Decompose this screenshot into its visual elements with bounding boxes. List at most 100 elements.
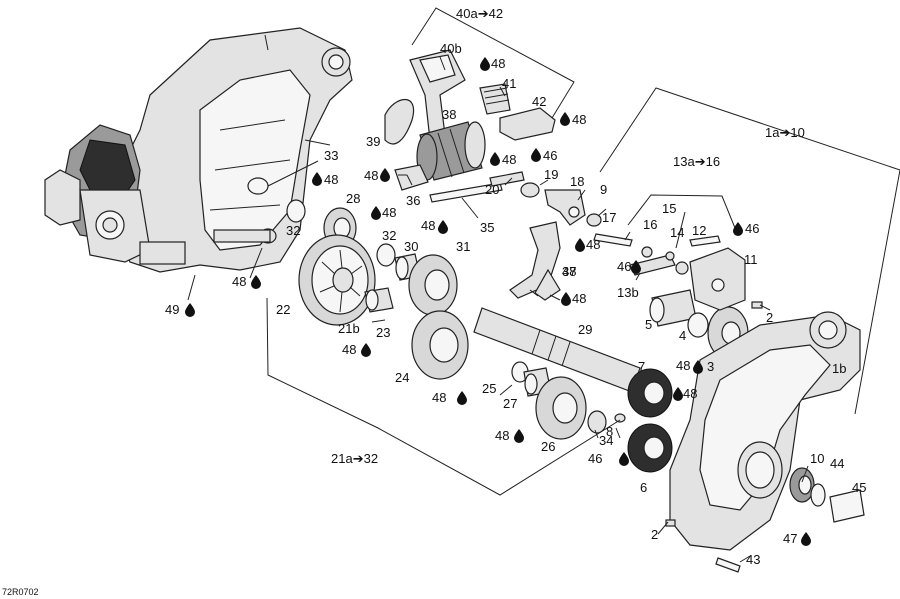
label-4: 4 [679, 328, 686, 343]
label-15: 15 [662, 201, 676, 216]
label-48-b: 48 [572, 112, 586, 127]
label-44: 44 [830, 456, 844, 471]
label-34: 34 [599, 433, 613, 448]
label-21b: 21b [338, 321, 360, 336]
label-5: 5 [645, 317, 652, 332]
label-28: 28 [346, 191, 360, 206]
label-35: 35 [480, 220, 494, 235]
label-26: 26 [541, 439, 555, 454]
label-39: 39 [366, 134, 380, 149]
right-housing [629, 235, 865, 573]
label-23: 23 [376, 325, 390, 340]
oil-drop-icon [619, 452, 629, 466]
label-45: 45 [852, 480, 866, 495]
label-21a-32: 21a➔32 [331, 451, 378, 466]
label-48-g: 48 [421, 218, 435, 233]
oil-drop-icons [185, 57, 811, 546]
label-12: 12 [692, 223, 706, 238]
left-housing [44, 27, 353, 273]
oil-drop-icon [514, 429, 524, 443]
label-25: 25 [482, 381, 496, 396]
oil-drop-icon [733, 222, 743, 236]
gear-train [286, 199, 749, 473]
label-48-a: 48 [491, 56, 505, 71]
label-9: 9 [600, 182, 607, 197]
label-38: 38 [442, 107, 456, 122]
label-27: 27 [503, 396, 517, 411]
oil-drop-icon [438, 220, 448, 234]
label-10: 10 [810, 451, 824, 466]
oil-drop-icon [251, 275, 261, 289]
label-47: 47 [783, 531, 797, 546]
label-11: 11 [744, 252, 758, 267]
label-48-c: 48 [502, 152, 516, 167]
label-18: 18 [570, 174, 584, 189]
label-40a-42: 40a➔42 [456, 6, 503, 21]
label-48-d: 48 [324, 172, 338, 187]
shift-mechanism [384, 49, 586, 301]
oil-drop-icon [371, 206, 381, 220]
label-16: 16 [643, 217, 657, 232]
oil-drop-icon [457, 391, 467, 405]
label-1b: 1b [832, 361, 846, 376]
label-7: 7 [638, 359, 645, 374]
label-19: 19 [544, 167, 558, 182]
label-46-d: 46 [588, 451, 602, 466]
label-2-b: 2 [651, 527, 658, 542]
label-48-j: 48 [572, 291, 586, 306]
label-48-o: 48 [495, 428, 509, 443]
label-48-e: 48 [364, 168, 378, 183]
label-13a-16: 13a➔16 [673, 154, 720, 169]
oil-drop-icon [185, 303, 195, 317]
oil-drop-icon [575, 238, 585, 252]
label-6: 6 [640, 480, 647, 495]
label-48-n: 48 [432, 390, 446, 405]
label-32-a: 32 [286, 223, 300, 238]
label-31: 31 [456, 239, 470, 254]
oil-drop-icon [531, 148, 541, 162]
leader-lines [187, 7, 900, 563]
oil-drop-icon [380, 168, 390, 182]
label-24: 24 [395, 370, 409, 385]
label-48-k: 48 [342, 342, 356, 357]
label-14: 14 [670, 225, 684, 240]
label-1a-10: 1a➔10 [765, 125, 805, 140]
label-32-b: 32 [382, 228, 396, 243]
oil-drop-icon [673, 387, 683, 401]
part-labels: 40a➔42 40b 48 41 42 48 39 38 48 46 33 48… [2, 6, 866, 597]
figure-code: 72R0702 [2, 587, 39, 597]
label-29: 29 [578, 322, 592, 337]
label-40b: 40b [440, 41, 462, 56]
label-42: 42 [532, 94, 546, 109]
oil-drop-icon [560, 112, 570, 126]
oil-drop-icon [480, 57, 490, 71]
label-33: 33 [324, 148, 338, 163]
oil-drop-icon [801, 532, 811, 546]
label-41: 41 [502, 76, 516, 91]
label-13b: 13b [617, 285, 639, 300]
label-49: 49 [165, 302, 179, 317]
label-2-a: 2 [766, 310, 773, 325]
label-48-p: 48 [232, 274, 246, 289]
label-3: 3 [707, 359, 714, 374]
label-17: 17 [602, 210, 616, 225]
oil-drop-icon [561, 292, 571, 306]
label-48-m: 48 [683, 386, 697, 401]
label-48-h: 48 [586, 237, 600, 252]
oil-drop-icon [631, 260, 641, 274]
label-46-a: 46 [543, 148, 557, 163]
label-48-f: 48 [382, 205, 396, 220]
oil-drop-icon [490, 152, 500, 166]
label-48-l: 48 [676, 358, 690, 373]
label-36: 36 [406, 193, 420, 208]
label-43: 43 [746, 552, 760, 567]
label-8: 8 [606, 424, 613, 439]
label-46-b: 46 [745, 221, 759, 236]
label-37-visible: 37 [562, 264, 576, 279]
label-20: 20 [485, 182, 499, 197]
label-22: 22 [276, 302, 290, 317]
label-46-c: 46 [617, 259, 631, 274]
oil-drop-icon [312, 172, 322, 186]
label-48-i: 48 [562, 264, 576, 279]
oil-drop-icon [693, 360, 703, 374]
